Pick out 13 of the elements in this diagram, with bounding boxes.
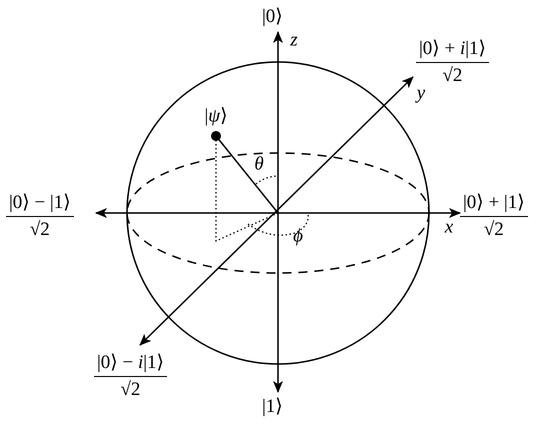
state-fraction-label: |0⟩ + |1⟩ √2: [460, 192, 528, 241]
state-fraction-label: |0⟩ − i|1⟩ √2: [94, 352, 167, 401]
basis-state-label: |0⟩: [262, 6, 283, 28]
axis-arrow: [273, 31, 283, 393]
axis-arrow: [139, 76, 414, 346]
x-axis-letter: x: [444, 218, 454, 236]
z-axis-letter: z: [290, 30, 298, 50]
axis-arrow: [95, 208, 461, 218]
basis-state-label: |1⟩: [262, 396, 283, 418]
state-label: |ψ⟩: [204, 106, 228, 126]
azimuth-angle-label: ϕ: [293, 226, 303, 246]
polar-angle-label: θ: [254, 154, 264, 174]
state-fraction-label: |0⟩ − |1⟩ √2: [6, 192, 74, 241]
